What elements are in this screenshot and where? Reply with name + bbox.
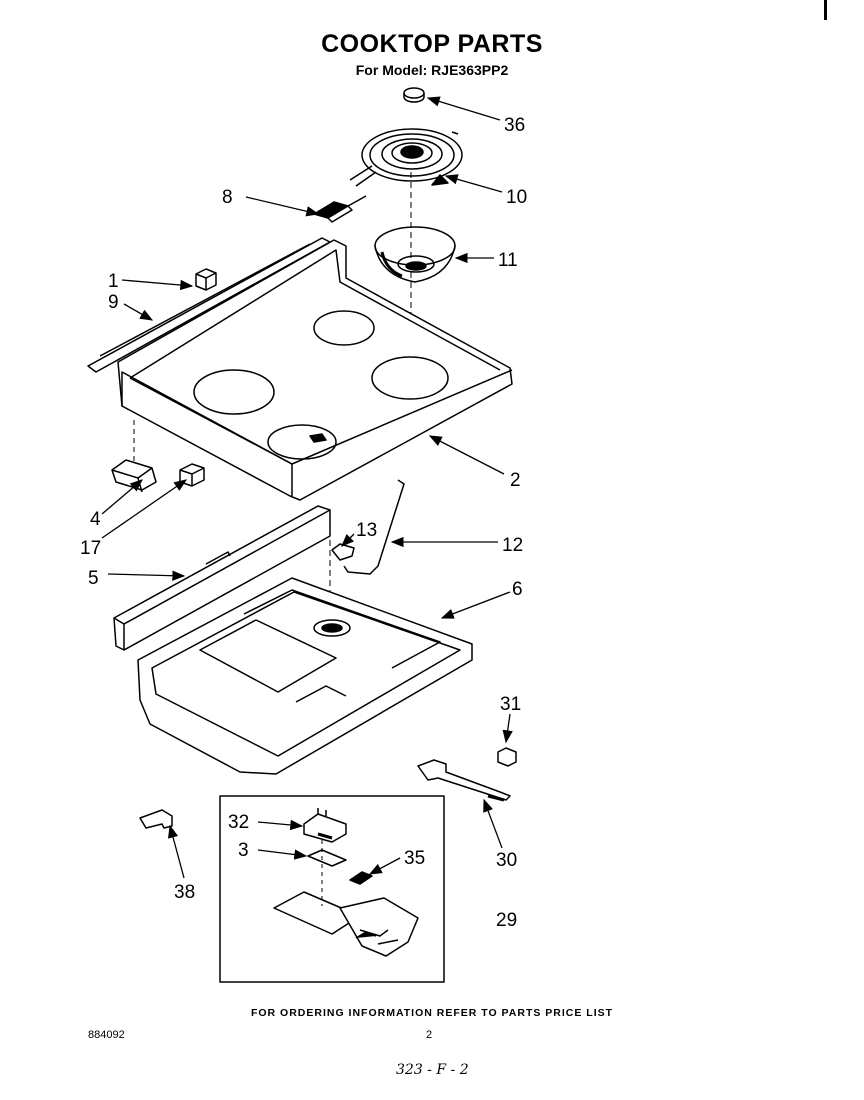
edge-mark [824,0,827,20]
part-1-clip [195,268,217,291]
callout-4: 4 [90,509,101,530]
part-12-rod [343,479,405,575]
part-30-bracket [417,759,511,802]
callout-3: 3 [238,840,249,861]
callout-32: 32 [228,812,249,833]
callout-17: 17 [80,538,101,559]
part-17-clip [179,463,205,487]
switch-assembly-box [219,795,445,983]
document-number: 884092 [88,1029,125,1041]
part-31-clip [497,747,517,767]
part-2-cooktop [117,239,513,501]
callout-36: 36 [504,115,525,136]
callout-12: 12 [502,535,523,556]
part-38-bracket [139,809,173,829]
ordering-note: FOR ORDERING INFORMATION REFER TO PARTS … [250,1007,614,1019]
part-3-plate [307,849,347,867]
callout-38: 38 [174,882,195,903]
page-number: 2 [426,1029,433,1041]
callout-2: 2 [510,470,521,491]
model-subtitle: For Model: RJE363PP2 [355,62,509,78]
callout-30: 30 [496,850,517,871]
page-title: COOKTOP PARTS [321,30,543,58]
part-10-surface-element [349,128,463,187]
callout-6: 6 [512,579,523,600]
part-35-clip [349,871,373,885]
callout-11: 11 [498,250,518,271]
part-13-bracket [331,543,355,561]
callout-35: 35 [404,848,425,869]
callout-29: 29 [496,910,517,931]
handwritten-reference: 323 - F - 2 [396,1062,469,1078]
callout-1: 1 [108,271,119,292]
callout-31: 31 [500,694,521,715]
callout-5: 5 [88,568,99,589]
part-8-terminal-block [313,195,367,223]
part-4-bracket [111,459,157,493]
callout-10: 10 [506,187,527,208]
callout-13: 13 [356,520,377,541]
part-11-drip-bowl [374,226,456,283]
part-32-switch [303,808,347,843]
callout-8: 8 [222,187,233,208]
callout-9: 9 [108,292,119,313]
part-6-burner-pan [137,577,473,775]
part-36-cap [403,87,425,103]
part-29-switch-assembly [273,891,419,957]
